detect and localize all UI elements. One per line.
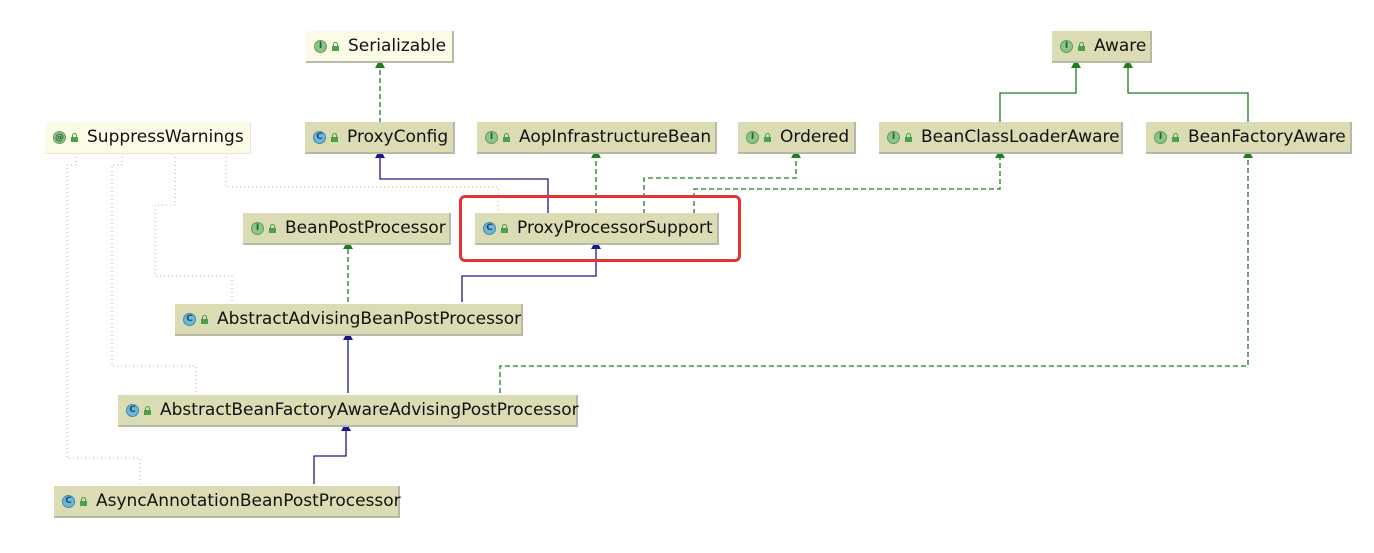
annotation-icon: @ [53,131,66,144]
class-icon: C [126,403,139,417]
interface-icon: I [887,130,900,144]
class-icon: C [62,494,75,508]
node-label: BeanClassLoaderAware [921,126,1120,147]
public-lock-icon [79,496,88,506]
link-suppresswarnings-proxyprocessorsupport [225,157,499,214]
node-label: Ordered [780,126,850,147]
node-beanfactoryaware[interactable]: I BeanFactoryAware [1146,122,1352,154]
node-proxyconfig[interactable]: C ProxyConfig [305,122,455,154]
public-lock-icon [70,133,79,142]
node-serializable[interactable]: I Serializable [306,31,454,63]
class-icon: C [313,130,326,144]
link-abstractadvising-pps [461,240,601,302]
interface-icon: I [1060,39,1073,53]
node-label: ProxyConfig [347,126,449,147]
link-pps-beanclassloaderaware [693,149,1005,214]
public-lock-icon [500,223,509,233]
public-lock-icon [143,405,152,415]
node-label: SuppressWarnings [87,127,244,147]
public-lock-icon [904,132,913,142]
link-suppresswarnings-abstractadvising [154,157,233,302]
node-abstractbeanfactoryawareadvisingpostprocessor[interactable]: C AbstractBeanFactoryAwareAdvisingPostPr… [118,395,579,427]
node-label: AsyncAnnotationBeanPostProcessor [96,490,401,511]
public-lock-icon [763,132,772,142]
public-lock-icon [268,223,277,233]
link-async-abstractbfa [313,422,351,484]
interface-extends-links [999,59,1249,122]
node-proxyprocessorsupport[interactable]: C ProxyProcessorSupport [475,213,719,245]
interface-icon: I [485,130,498,144]
node-ordered[interactable]: I Ordered [738,122,856,154]
node-aware[interactable]: I Aware [1052,31,1152,63]
node-beanclassloaderaware[interactable]: I BeanClassLoaderAware [879,122,1123,154]
node-asyncannotationbeanpostprocessor[interactable]: C AsyncAnnotationBeanPostProcessor [54,486,401,518]
interface-icon: I [746,130,759,144]
public-lock-icon [1171,132,1180,142]
node-label: BeanPostProcessor [285,217,446,238]
node-label: Aware [1094,35,1147,56]
annotation-links [66,157,499,484]
link-suppresswarnings-abstractbfa [111,157,197,393]
node-label: AopInfrastructureBean [519,126,712,147]
link-beanfactoryaware-aware [1123,59,1249,122]
node-label: Serializable [348,35,447,56]
link-suppresswarnings-async [66,157,141,484]
node-aopinfrastructurebean[interactable]: I AopInfrastructureBean [477,122,717,154]
link-beanclassloaderaware-aware [999,59,1081,122]
public-lock-icon [330,132,339,142]
class-icon: C [483,221,496,235]
node-label: AbstractBeanFactoryAwareAdvisingPostProc… [160,399,579,420]
link-abstractbfa-beanfactoryaware [499,149,1253,393]
node-label: ProxyProcessorSupport [517,217,713,238]
node-suppresswarnings[interactable]: @ SuppressWarnings [45,122,251,154]
interface-icon: I [251,221,264,235]
node-label: AbstractAdvisingBeanPostProcessor [217,308,522,329]
interface-icon: I [314,39,327,53]
interface-icon: I [1154,130,1167,144]
node-label: BeanFactoryAware [1188,126,1346,147]
public-lock-icon [502,132,511,142]
node-abstractadvisingbeanpostprocessor[interactable]: C AbstractAdvisingBeanPostProcessor [175,304,523,336]
highlight-box [459,195,741,262]
public-lock-icon [1077,41,1086,51]
node-beanpostprocessor[interactable]: I BeanPostProcessor [243,213,451,245]
class-icon: C [183,312,196,326]
public-lock-icon [200,314,209,324]
public-lock-icon [331,41,340,51]
